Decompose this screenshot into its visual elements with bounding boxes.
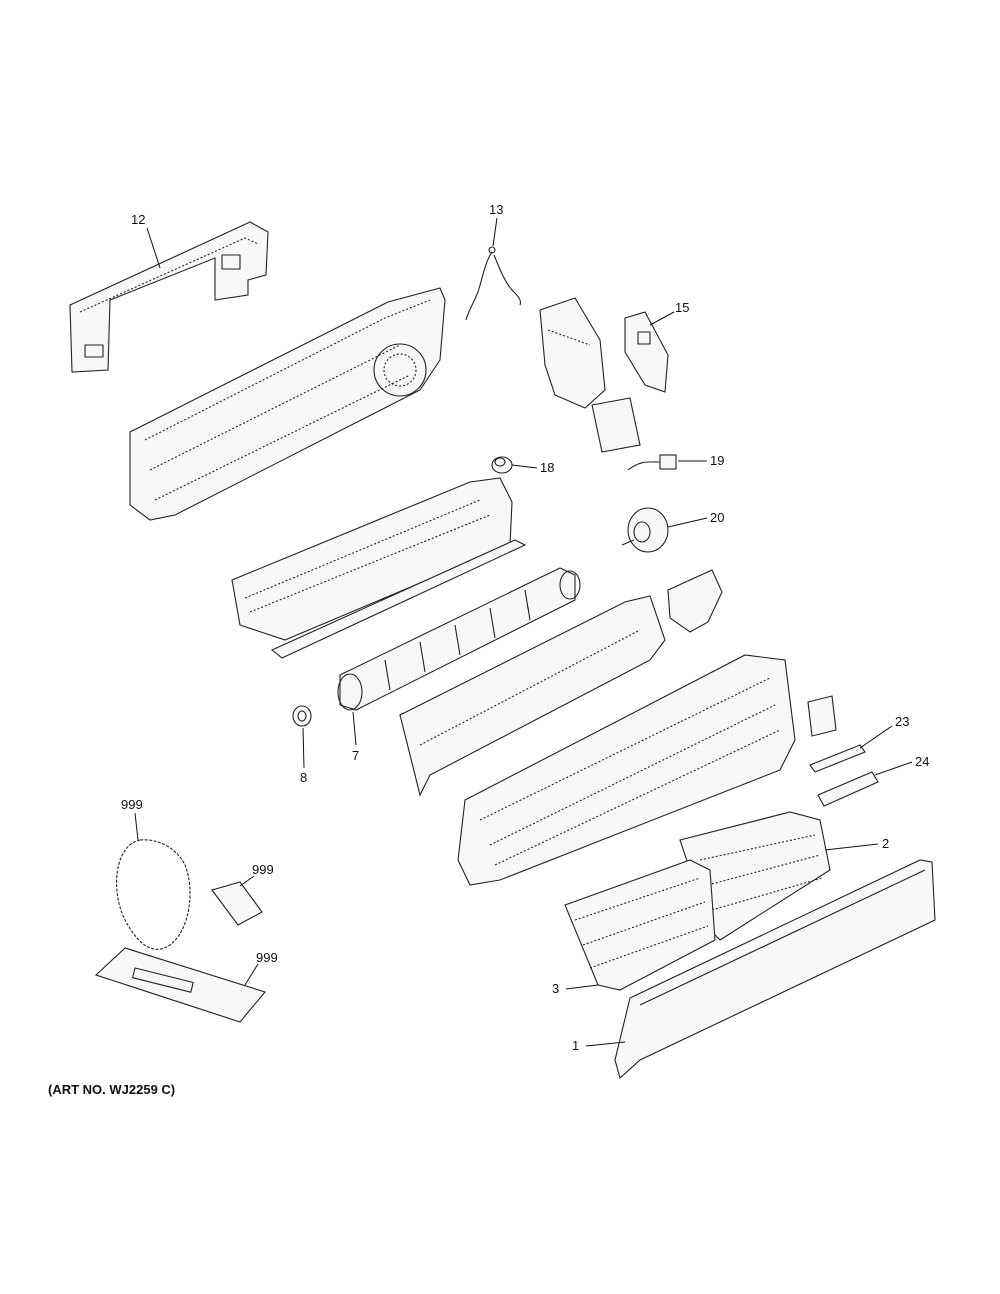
callout-2: 2 bbox=[882, 836, 889, 851]
callout-20: 20 bbox=[710, 510, 724, 525]
callout-8: 8 bbox=[300, 770, 307, 785]
part-15-bracket bbox=[624, 311, 669, 393]
chassis-housing bbox=[129, 287, 446, 521]
part-12-mounting-plate bbox=[69, 221, 269, 373]
part-13-wire bbox=[465, 246, 522, 321]
callout-23: 23 bbox=[895, 714, 909, 729]
callout-15: 15 bbox=[675, 300, 689, 315]
part-7-blower-wheel bbox=[337, 567, 581, 711]
callout-999-remote: 999 bbox=[252, 862, 274, 877]
callout-999-literature: 999 bbox=[256, 950, 278, 965]
art-number-note: (ART NO. WJ2259 C) bbox=[48, 1082, 176, 1097]
part-20-fan-motor bbox=[621, 507, 669, 553]
motor-mount-bracket bbox=[667, 569, 723, 633]
part-23-sensor-board bbox=[809, 744, 866, 773]
part-999-drain-hose bbox=[116, 839, 191, 950]
leader-lines bbox=[134, 217, 913, 1047]
callout-13: 13 bbox=[489, 202, 503, 217]
control-board-panel bbox=[591, 397, 641, 453]
part-8-bearing bbox=[292, 705, 312, 727]
callout-18: 18 bbox=[540, 460, 554, 475]
callout-labels: 12 13 15 18 19 20 7 8 23 24 2 3 1 999 99… bbox=[121, 202, 929, 1053]
evaporator-frame bbox=[231, 477, 513, 641]
front-grille-housing bbox=[457, 654, 796, 886]
drain-tray bbox=[399, 595, 666, 797]
part-1-front-panel bbox=[614, 859, 936, 1080]
callout-24: 24 bbox=[915, 754, 929, 769]
callout-7: 7 bbox=[352, 748, 359, 763]
callout-3: 3 bbox=[552, 981, 559, 996]
callout-19: 19 bbox=[710, 453, 724, 468]
part-999-literature-kit bbox=[94, 947, 266, 1023]
callout-1: 1 bbox=[572, 1038, 579, 1053]
part-999-remote-control bbox=[211, 881, 263, 926]
part-18-bearing bbox=[491, 456, 513, 474]
callout-12: 12 bbox=[131, 212, 145, 227]
part-24-receiver-board bbox=[817, 771, 879, 807]
part-3-air-filter bbox=[564, 859, 716, 991]
display-board bbox=[807, 695, 837, 737]
callout-999-hose: 999 bbox=[121, 797, 143, 812]
drain-rail bbox=[270, 539, 527, 659]
control-box-housing bbox=[539, 297, 606, 409]
part-19-connector bbox=[627, 454, 677, 471]
